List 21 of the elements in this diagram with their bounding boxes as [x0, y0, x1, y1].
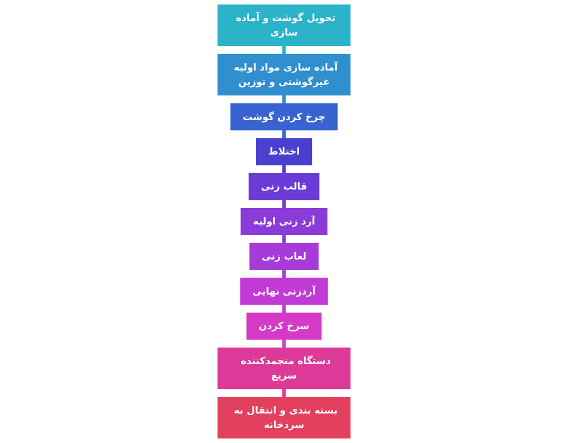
connector: [282, 198, 286, 210]
node-box: تحویل گوشت و آماده سازی: [217, 4, 350, 46]
connector: [282, 303, 286, 314]
node-box: دستگاه منجمدکننده سریع: [217, 348, 350, 390]
node-box: آرد زنی اولیه: [240, 208, 328, 236]
connector: [282, 234, 286, 244]
connector: [282, 128, 286, 140]
node-box: لعاب زنی: [249, 242, 319, 270]
node-box: اختلاط: [256, 138, 312, 166]
connector: [282, 388, 286, 398]
connector: [282, 268, 286, 280]
connector: [282, 94, 286, 105]
node-box: آماده سازی مواد اولیه غیرگوشتی و توزین: [217, 54, 350, 96]
node-box: آردزنی نهایی: [240, 278, 328, 305]
connector: [282, 338, 286, 349]
node-box: سرخ کردن: [246, 312, 322, 340]
connector: [282, 164, 286, 174]
node-box: چرخ کردن گوشت: [230, 103, 338, 130]
node-box: بسته بندی و انتقال به سردخانه: [217, 396, 350, 438]
node-box: قالب زنی: [248, 173, 320, 200]
connector: [282, 44, 286, 56]
